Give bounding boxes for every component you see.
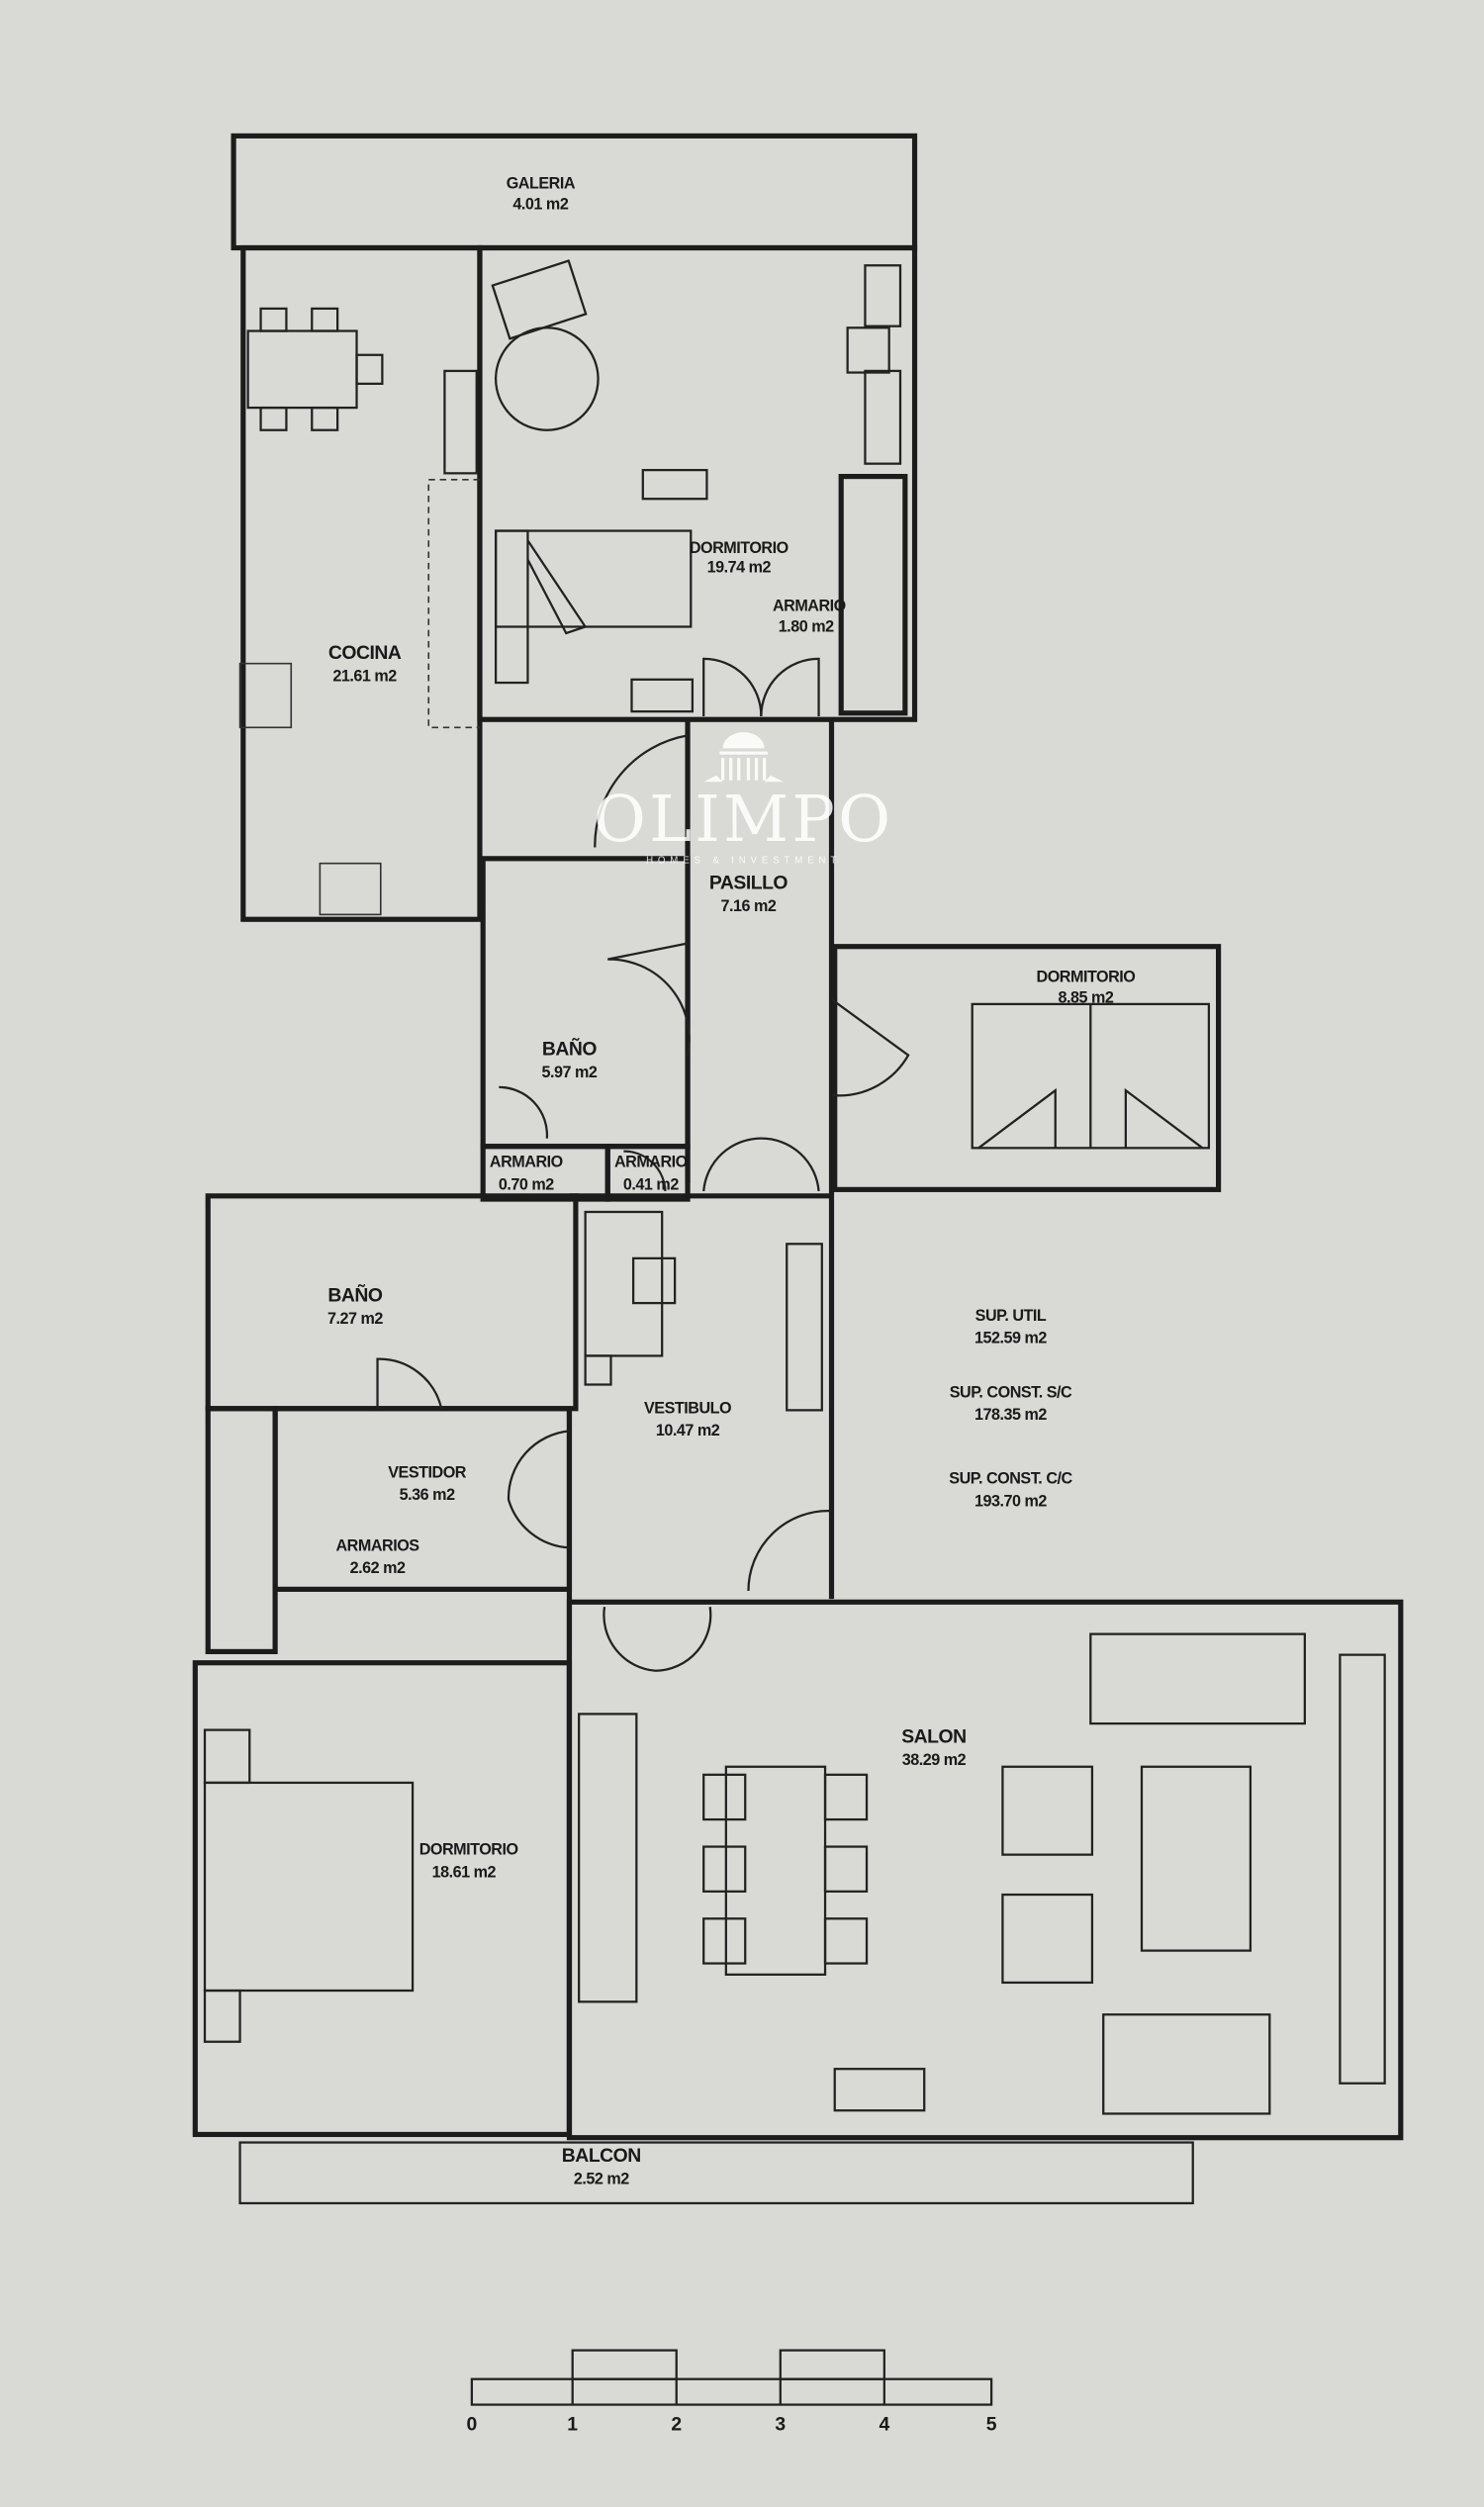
scale-tick: 5 — [986, 2413, 997, 2435]
dormitorio2-name: DORMITORIO — [1037, 968, 1136, 985]
balcon-area: 2.52 m2 — [574, 2171, 629, 2188]
furniture — [203, 259, 1386, 2115]
armario-small-2 — [604, 1144, 691, 1202]
sup-cc-value: 193.70 m2 — [974, 1492, 1047, 1510]
room-labels: GALERIA 4.01 m2 COCINA 21.61 m2 DORMITOR… — [327, 175, 1136, 2188]
watermark-tagline: HOMES & INVESTMENT — [646, 856, 841, 867]
scale-tick: 0 — [466, 2413, 477, 2435]
bano2-name: BAÑO — [327, 1283, 383, 1306]
scale-tick: 2 — [671, 2413, 682, 2435]
bano1-area: 5.97 m2 — [542, 1064, 598, 1081]
walls — [192, 133, 1404, 2205]
sup-sc-label: SUP. CONST. S/C — [950, 1383, 1072, 1401]
dormitorio1-name: DORMITORIO — [690, 539, 788, 557]
salon-area: 38.29 m2 — [902, 1751, 967, 1769]
vestibulo-area: 10.47 m2 — [656, 1422, 720, 1439]
scale-tick: 3 — [775, 2413, 786, 2435]
balcon-name: BALCON — [562, 2145, 641, 2167]
dormitorio-small-room — [832, 944, 1222, 1192]
sup-util-label: SUP. UTIL — [975, 1307, 1047, 1325]
armario2-name: ARMARIO — [490, 1154, 563, 1171]
pasillo-area: 7.16 m2 — [721, 897, 777, 915]
bano-small-room — [480, 856, 691, 1150]
dormitorio3-area: 18.61 m2 — [432, 1863, 497, 1881]
galeria-name: GALERIA — [507, 175, 576, 193]
bano1-name: BAÑO — [542, 1038, 598, 1061]
armario3-area: 0.41 m2 — [623, 1175, 679, 1193]
salon-name: SALON — [901, 1726, 966, 1748]
sup-util-value: 152.59 m2 — [974, 1330, 1047, 1347]
bano-large-room — [205, 1193, 579, 1412]
armario2-area: 0.70 m2 — [499, 1175, 554, 1193]
cocina-room — [240, 244, 483, 922]
dormitorio-top-room — [477, 244, 918, 722]
dormitorio2-area: 8.85 m2 — [1059, 988, 1114, 1006]
sup-sc-value: 178.35 m2 — [974, 1406, 1047, 1424]
salon-room — [566, 1599, 1404, 2141]
armario-top — [838, 474, 908, 716]
dormitorio1-area: 19.74 m2 — [707, 559, 772, 577]
sup-cc-label: SUP. CONST. C/C — [949, 1470, 1072, 1488]
armarios-area: 2.62 m2 — [350, 1559, 406, 1577]
cocina-area: 21.61 m2 — [332, 667, 397, 685]
armario1-area: 1.80 m2 — [779, 617, 834, 635]
scale-bar: 0 1 2 3 4 5 — [466, 2349, 997, 2435]
dormitorio-main-room — [192, 1660, 573, 2138]
cocina-name: COCINA — [328, 642, 402, 664]
watermark-brand: OLIMPO — [594, 783, 893, 857]
pasillo-name: PASILLO — [709, 873, 788, 894]
olimpo-watermark: OLIMPO HOMES & INVESTMENT — [594, 732, 893, 867]
armario1-name: ARMARIO — [773, 597, 846, 614]
galeria-area: 4.01 m2 — [512, 196, 568, 214]
armarios-name: ARMARIOS — [335, 1537, 419, 1555]
bano2-area: 7.27 m2 — [327, 1310, 383, 1328]
scale-tick: 1 — [567, 2413, 578, 2435]
vestidor-name: VESTIDOR — [388, 1463, 467, 1481]
armarios-closet — [205, 1406, 278, 1654]
scale-tick: 4 — [879, 2413, 889, 2435]
vestibulo-name: VESTIBULO — [644, 1400, 731, 1418]
vestidor-area: 5.36 m2 — [400, 1486, 455, 1504]
doors — [376, 657, 910, 1672]
surface-summary: SUP. UTIL 152.59 m2 SUP. CONST. S/C 178.… — [949, 1307, 1073, 1510]
armario3-name: ARMARIO — [614, 1154, 688, 1171]
temple-logo-icon — [703, 732, 785, 783]
balcon — [238, 2141, 1194, 2205]
dormitorio3-name: DORMITORIO — [419, 1841, 518, 1859]
